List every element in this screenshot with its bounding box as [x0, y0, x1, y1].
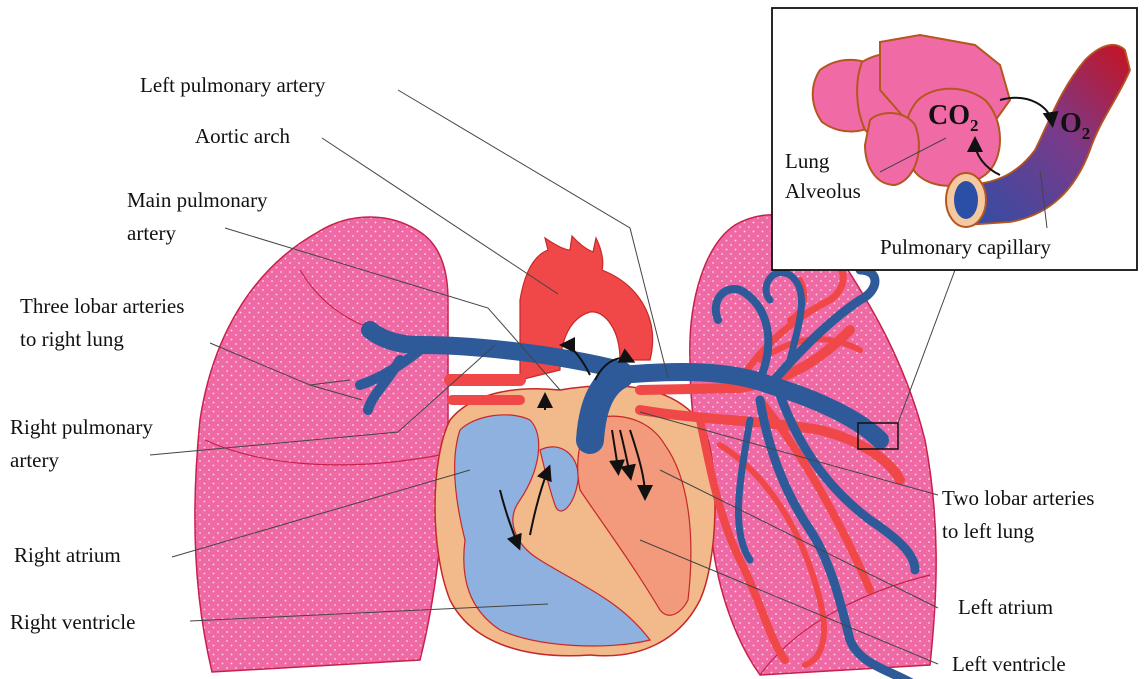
- pulmonary-capillary-label: Pulmonary capillary: [880, 235, 1051, 259]
- lung-alveolus-label-2: Alveolus: [785, 179, 861, 203]
- right-pulmonary-artery-label-1: Right pulmonary: [10, 415, 153, 439]
- two-lobar-arteries-label-2: to left lung: [942, 519, 1035, 543]
- alveolus-inset: CO2 O2 Lung Alveolus Pulmonary capillary: [772, 8, 1137, 270]
- right-ventricle-label: Right ventricle: [10, 610, 135, 634]
- aortic-arch-label: Aortic arch: [195, 124, 291, 148]
- right-lung: [195, 217, 448, 672]
- two-lobar-arteries-label-1: Two lobar arteries: [942, 486, 1094, 510]
- left-atrium-label: Left atrium: [958, 595, 1053, 619]
- right-pulmonary-artery-label-2: artery: [10, 448, 59, 472]
- lung-alveolus-label-1: Lung: [785, 149, 830, 173]
- right-atrium-label: Right atrium: [14, 543, 121, 567]
- capillary-lumen: [954, 181, 978, 219]
- three-lobar-arteries-label-2: to right lung: [20, 327, 124, 351]
- left-lung: [690, 215, 936, 675]
- left-ventricle-label: Left ventricle: [952, 652, 1066, 676]
- main-pulmonary-artery-label-1: Main pulmonary: [127, 188, 268, 212]
- left-pulmonary-artery-label: Left pulmonary artery: [140, 73, 326, 97]
- main-pulmonary-artery-label-2: artery: [127, 221, 176, 245]
- three-lobar-arteries-label-1: Three lobar arteries: [20, 294, 184, 318]
